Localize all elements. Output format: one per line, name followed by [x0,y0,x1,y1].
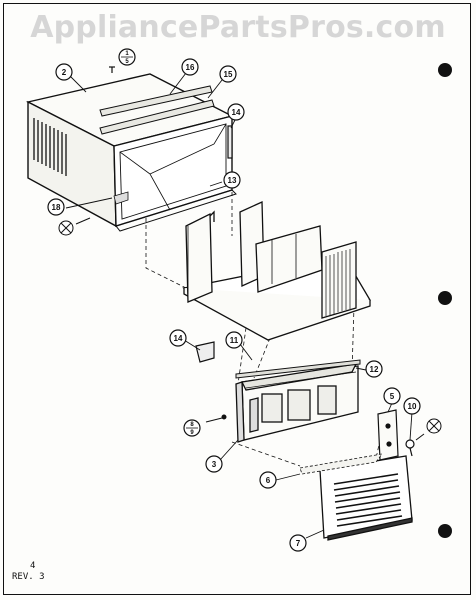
fraction-callout-left: 8 9 [183,419,201,437]
svg-text:3: 3 [212,460,217,469]
leader-lines [65,72,413,539]
page-border [3,3,471,595]
callout-10: 10 [403,397,421,415]
screw-left [58,217,91,236]
callout-16: 16 [181,58,199,76]
callout-7: 7 [289,534,307,552]
callout-12: 12 [365,360,383,378]
callout-6: 6 [259,471,277,489]
rail-part-12 [235,359,361,379]
svg-text:11: 11 [230,336,239,345]
svg-text:2: 2 [62,68,67,77]
screw-left-lower [205,414,227,423]
fraction-callout-top: 1 5 [118,48,136,66]
front-grille-part-7 [319,455,413,541]
svg-text:14: 14 [232,108,241,117]
bracket-part-18 [113,191,129,205]
watermark: AppliancePartsPros.com [30,10,446,45]
screw-top [109,66,115,73]
knob-part-10 [405,439,415,457]
registration-dot-top [438,63,452,77]
svg-text:5: 5 [390,392,395,401]
svg-text:5: 5 [125,59,129,65]
svg-text:14: 14 [174,334,183,343]
callout-14-lower: 14 [169,329,187,347]
callout-5: 5 [383,387,401,405]
svg-text:18: 18 [52,203,61,212]
registration-dot-bottom [438,524,452,538]
svg-text:6: 6 [266,476,271,485]
callout-3: 3 [205,455,223,473]
control-panel-assembly [235,363,359,443]
page-number: 4 [30,561,36,571]
callout-13: 13 [223,171,241,189]
registration-dot-middle [438,291,452,305]
callout-14-upper: 14 [227,103,245,121]
filter-part-6 [299,453,383,475]
svg-text:1: 1 [125,51,129,57]
callout-18: 18 [47,198,65,216]
revision-label: REV. 3 [12,572,45,582]
bracket-part-14-lower [195,341,215,363]
svg-text:10: 10 [408,402,417,411]
callout-2: 2 [55,63,73,81]
rod-part-14-upper [227,125,233,159]
svg-text:12: 12 [370,365,379,374]
svg-text:15: 15 [224,70,233,79]
svg-text:13: 13 [228,176,237,185]
svg-text:8: 8 [190,422,194,428]
svg-text:7: 7 [296,539,301,548]
side-louvers [33,118,67,176]
revision-note: 4 REV. 3 [12,561,45,583]
svg-text:16: 16 [186,63,195,72]
chassis [182,201,371,341]
callout-11: 11 [225,331,243,349]
svg-text:9: 9 [190,430,194,436]
callout-15: 15 [219,65,237,83]
screw-right [415,418,442,441]
control-plate-part-5 [377,409,399,461]
